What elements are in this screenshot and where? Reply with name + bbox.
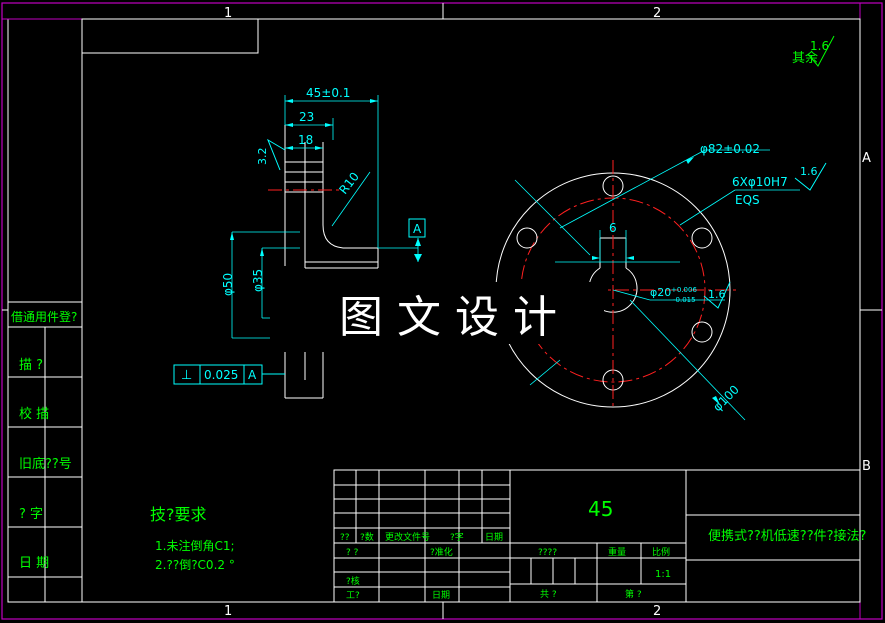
tb-weight: 重量: [608, 546, 626, 558]
zone-top-right: 2: [653, 6, 661, 21]
tech-title: 技?要求: [150, 505, 207, 524]
tb-scale-label: 比例: [652, 546, 670, 558]
zone-top-left: 1: [224, 6, 232, 21]
tb-material: 45: [588, 497, 613, 521]
tb-h-sign: ?字: [450, 531, 464, 543]
roughness-bore: 1.6: [708, 288, 726, 301]
side-table-label: 描 ?: [19, 358, 43, 373]
tech-line-1: 1.未注倒角C1;: [155, 538, 235, 553]
side-table-label: 借通用件登?: [11, 309, 77, 324]
side-table-label: ? 字: [19, 507, 43, 522]
dim-eqs: EQS: [735, 193, 760, 207]
dim-bore-lower: -0.015: [673, 296, 696, 304]
perp-symbol: ⊥: [181, 368, 192, 383]
side-table-grid: [8, 301, 82, 602]
perp-datum: A: [248, 368, 257, 382]
perpendicularity-frame: [173, 364, 285, 385]
tb-design: ? ?: [346, 548, 359, 558]
datum-box: [408, 218, 426, 238]
tb-scale: 1:1: [655, 569, 671, 580]
dim-outer: φ100: [710, 382, 742, 414]
tb-stage: ????: [538, 548, 557, 558]
section-view: [284, 125, 379, 399]
tb-h-mark: ??: [340, 533, 350, 543]
dim-dia50: φ50: [221, 273, 235, 296]
roughness-left-icon: [266, 138, 286, 171]
tb-standard: ?准化: [430, 546, 453, 558]
roughness-bore-icon: [703, 281, 731, 309]
dim-18: 18: [298, 133, 313, 147]
roughness-other-label: 其余: [792, 50, 818, 66]
dim-23: 23: [299, 110, 314, 124]
roughness-holes-icon: [794, 162, 827, 191]
roughness-left-face: 3.2: [256, 148, 269, 166]
tb-approve-date: 日期: [432, 590, 450, 601]
tb-check: ?核: [346, 575, 360, 587]
tb-h-count: ?数: [360, 531, 374, 543]
tb-h-date: 日期: [485, 532, 503, 543]
zone-bottom-left: 1: [224, 604, 232, 619]
side-table-label: 校 描: [19, 406, 49, 422]
tb-process: 工?: [346, 591, 360, 601]
tb-sheets: 共 ?: [540, 589, 557, 600]
dim-dia35: φ35: [251, 269, 265, 292]
tb-sheet-no: 第 ?: [625, 588, 642, 600]
zone-bottom-right: 2: [653, 604, 661, 619]
dim-key: 6: [609, 221, 617, 235]
tb-part-name: 便携式??机低速??件?接法?: [708, 528, 866, 544]
watermark: 图文设计: [306, 282, 604, 344]
zone-side-b: B: [862, 459, 871, 474]
dim-bore: φ20: [650, 286, 671, 299]
dim-holes: 6Xφ10H7: [732, 175, 788, 189]
dim-bore-upper: +0.006: [671, 286, 697, 294]
roughness-other-icon: [807, 35, 835, 67]
dim-pcd: φ82±0.02: [700, 142, 760, 156]
side-table-label: 日 期: [19, 556, 49, 571]
datum-label: A: [413, 222, 422, 236]
dim-radius: R10: [336, 170, 362, 197]
roughness-other-value: 1.6: [810, 39, 829, 53]
tb-h-doc: 更改文件号: [385, 531, 430, 543]
tech-line-2: 2.??倒?C0.2 °: [155, 558, 235, 572]
roughness-holes: 1.6: [800, 165, 818, 178]
perp-tolerance: 0.025: [204, 368, 238, 382]
title-block-grid: [333, 469, 861, 603]
side-table-label: 旧底??号: [19, 456, 72, 472]
zone-side-a: A: [862, 151, 871, 166]
dim-width-45: 45±0.1: [306, 86, 350, 100]
